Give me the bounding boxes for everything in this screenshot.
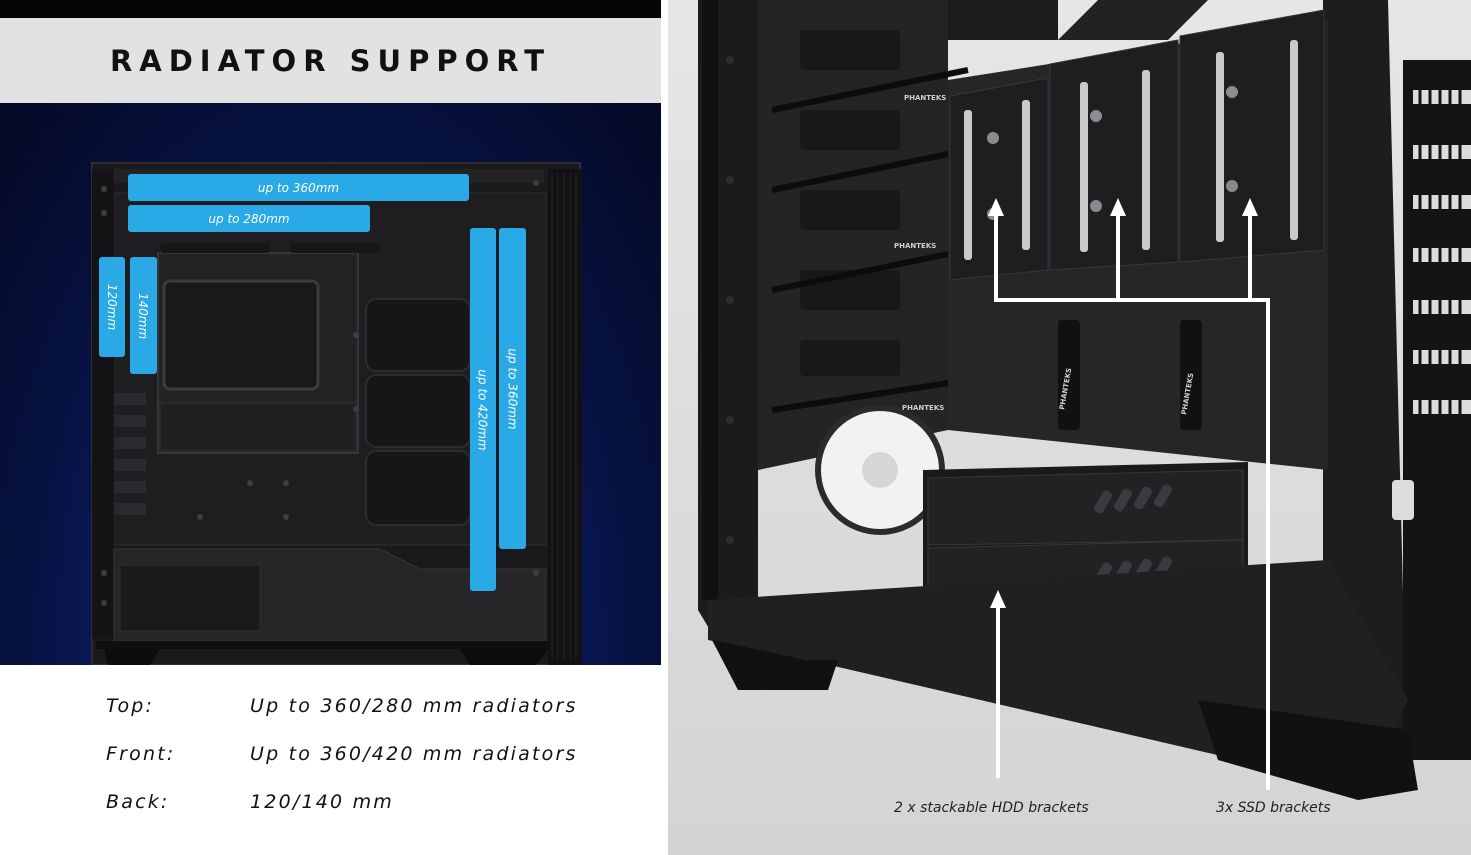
page-title: RADIATOR SUPPORT [109,43,552,78]
spec-label-back: Back: [106,791,170,813]
drive-bay-photo-panel: PHANTEKS PHANTEKS PHANTEKS PHANTEKS PHAN… [668,0,1471,855]
spec-label-front: Front: [106,743,176,765]
rear-fan-120-label: 120mm [105,283,120,331]
rear-fan-140-bar: 140mm [130,257,157,374]
front-radiator-360-bar: up to 360mm [499,228,526,549]
case-interior-photo: PHANTEKS PHANTEKS PHANTEKS PHANTEKS PHAN… [668,0,1471,855]
top-radiator-360-label: up to 360mm [257,180,340,195]
brand-mark-strap-1: PHANTEKS [904,94,946,102]
rear-fan-140-label: 140mm [136,292,151,339]
top-radiator-360-bar: up to 360mm [128,174,469,201]
radiator-support-panel: RADIATOR SUPPORT [0,0,661,855]
spec-value-top: Up to 360/280 mm radiators [250,695,578,717]
radiator-spec-list: Top: Up to 360/280 mm radiators Front: U… [0,665,661,855]
front-radiator-420-label: up to 420mm [476,368,490,451]
title-band: RADIATOR SUPPORT [0,18,661,103]
brand-mark-strap-2: PHANTEKS [894,242,936,250]
callout-ssd-brackets: 3x SSD brackets [1216,800,1331,816]
top-radiator-280-label: up to 280mm [208,211,290,226]
panel-divider [661,0,668,855]
case-side-diagram: up to 360mm up to 280mm 120mm 140mm up t… [0,103,661,665]
callout-hdd-brackets: 2 x stackable HDD brackets [894,800,1089,816]
rear-fan-120-bar: 120mm [99,257,125,357]
top-radiator-280-bar: up to 280mm [128,205,370,232]
spec-label-top: Top: [106,695,155,717]
spec-value-front: Up to 360/420 mm radiators [250,743,578,765]
brand-mark-strap-3: PHANTEKS [902,404,944,412]
front-radiator-420-bar: up to 420mm [470,228,496,591]
top-dark-strip [0,0,661,18]
front-radiator-360-label: up to 360mm [505,347,520,430]
spec-value-back: 120/140 mm [250,791,394,813]
